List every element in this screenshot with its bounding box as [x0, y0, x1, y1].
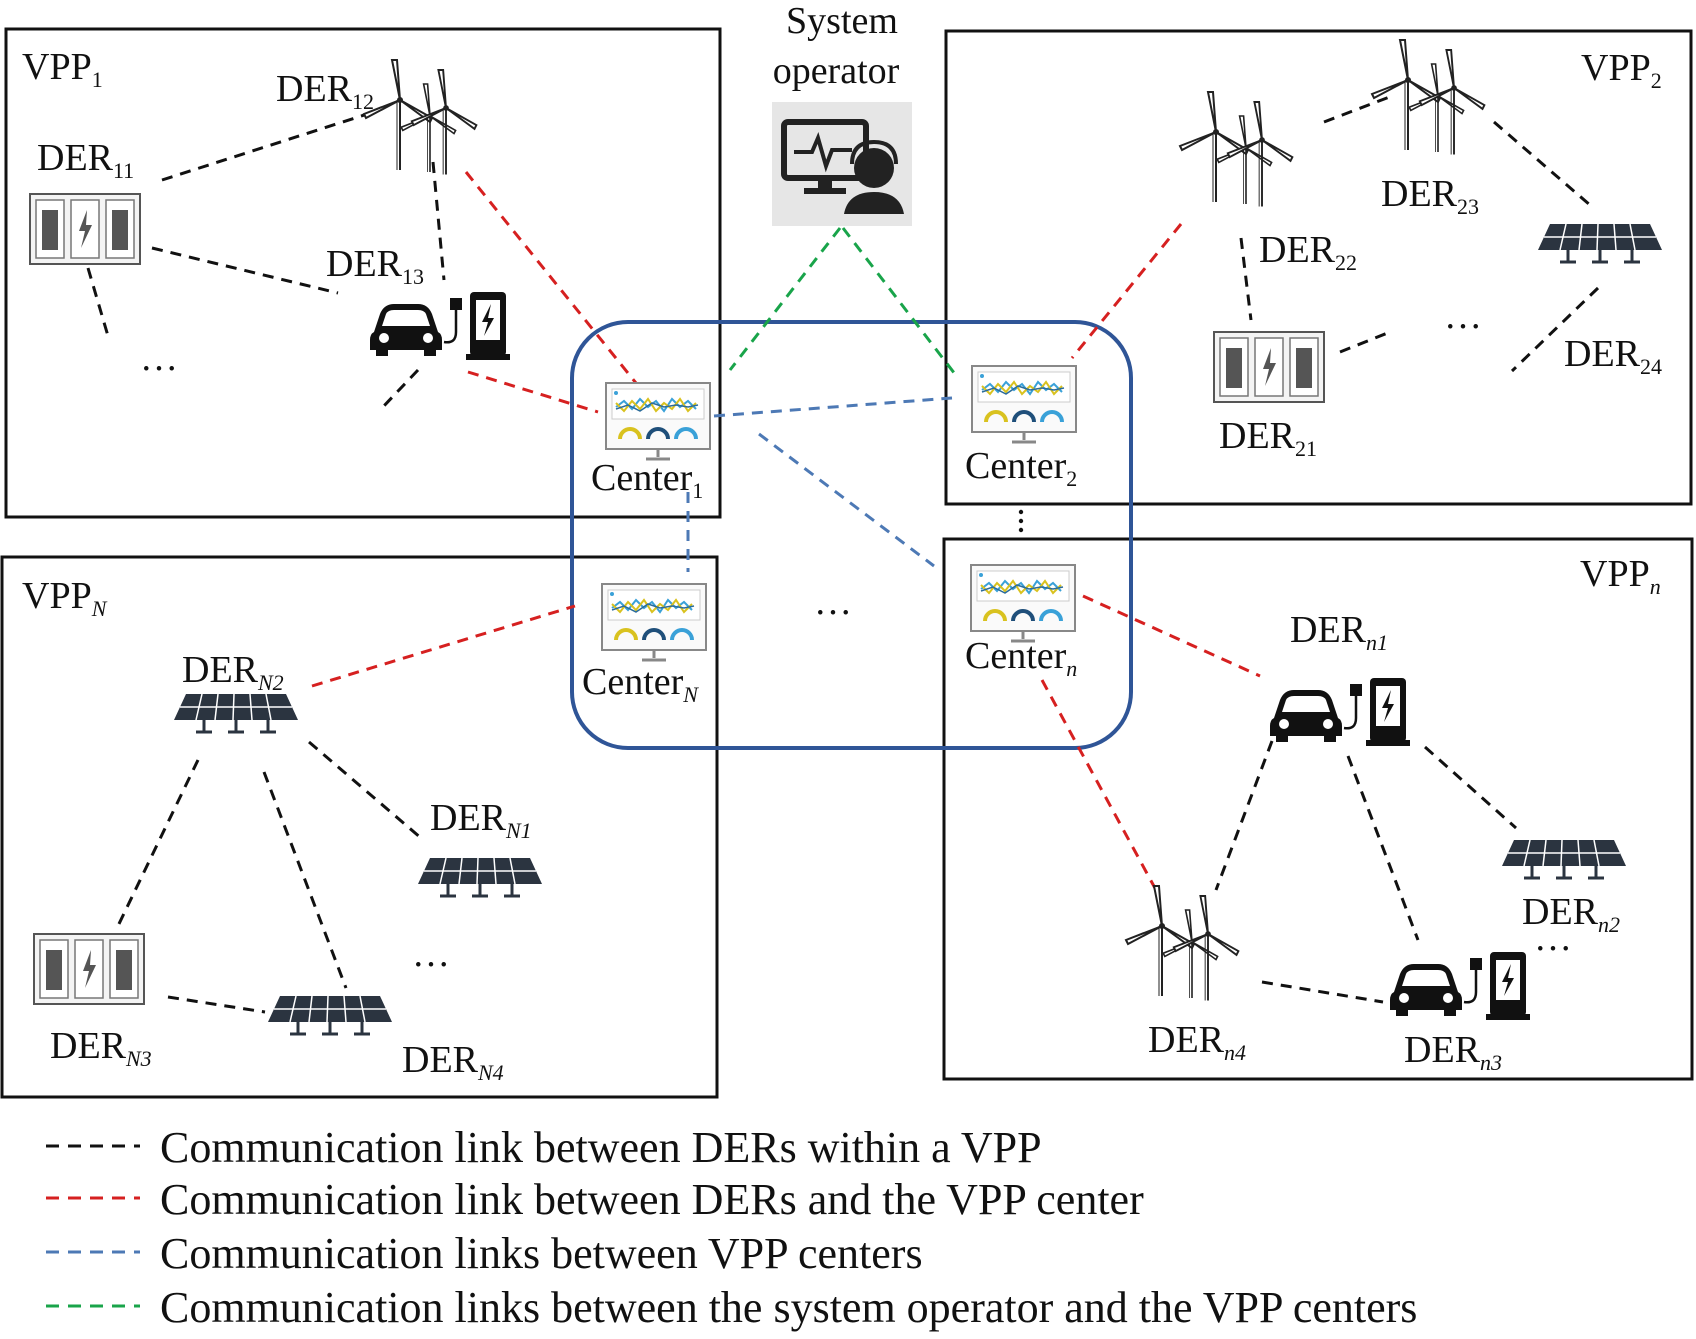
der22-label: DER22 — [1259, 229, 1357, 275]
der23-wind-icon — [1372, 40, 1484, 155]
centerN-monitor-icon — [600, 582, 708, 662]
vppN-ellipsis: … — [412, 933, 450, 975]
center-links — [686, 396, 953, 572]
centerN-label: CenterN — [582, 661, 699, 707]
dern2-solar-icon — [1500, 838, 1628, 880]
vppN-label: VPPN — [22, 575, 108, 621]
centers-ellipsis: … — [814, 581, 852, 623]
legend: Communication link between DERs within a… — [46, 1123, 1417, 1332]
vpp2-ellipsis: … — [1444, 295, 1482, 337]
vpp1-box — [4, 27, 722, 519]
der21-storage-icon — [1213, 331, 1325, 403]
legend-text-1: Communication link between DERs within a… — [160, 1123, 1042, 1172]
der12-label: DER12 — [276, 68, 374, 114]
der24-solar-icon — [1536, 222, 1664, 264]
der12-wind-icon — [364, 60, 476, 175]
legend-text-3: Communication links between VPP centers — [160, 1229, 923, 1278]
vpp1-ellipsis: … — [140, 337, 178, 379]
vppn-ellipsis: … — [1534, 917, 1572, 959]
legend-text-4: Communication links between the system o… — [160, 1283, 1417, 1332]
dern3-label: DERn3 — [1404, 1029, 1502, 1075]
der11-storage-icon — [29, 193, 141, 265]
dern4-wind-icon — [1126, 886, 1238, 1001]
dern3-ev-icon — [1388, 950, 1532, 1022]
derN1-label: DERN1 — [430, 797, 532, 843]
center2-label: Center2 — [965, 445, 1077, 491]
vppn-label: VPPn — [1580, 553, 1661, 599]
der-links — [86, 94, 1600, 1014]
vppn-box — [942, 537, 1694, 1081]
legend-text-2: Communication link between DERs and the … — [160, 1175, 1144, 1224]
centern-label: Centern — [965, 635, 1077, 681]
operator-links — [728, 227, 960, 379]
der22-wind-icon — [1180, 92, 1292, 207]
dern2-label: DERn2 — [1522, 891, 1620, 937]
derN2-label: DERN2 — [182, 649, 284, 695]
operator-icon — [781, 119, 904, 214]
centern-monitor-icon — [969, 563, 1077, 643]
centers-hub-box — [570, 320, 1133, 750]
center1-label: Center1 — [591, 457, 703, 503]
operator-line1: System — [786, 0, 898, 42]
derN4-label: DERN4 — [402, 1039, 504, 1085]
derN4-solar-icon — [266, 994, 394, 1036]
derN2-solar-icon — [172, 692, 300, 734]
vertical-dots — [1018, 509, 1024, 533]
der11-label: DER11 — [37, 137, 134, 183]
vpp2-label: VPP2 — [1581, 47, 1662, 93]
operator-line2: operator — [773, 50, 900, 92]
dern1-label: DERn1 — [1290, 609, 1388, 655]
derN3-label: DERN3 — [50, 1025, 152, 1071]
der13-ev-icon — [368, 290, 512, 362]
dern1-ev-icon — [1268, 676, 1412, 748]
der-center-links — [311, 171, 1261, 891]
system-operator: System operator — [772, 0, 912, 226]
vpp1-label: VPP1 — [22, 46, 103, 92]
dern4-label: DERn4 — [1148, 1019, 1246, 1065]
derN3-storage-icon — [33, 933, 145, 1005]
der13-label: DER13 — [326, 243, 424, 289]
vppN-box — [0, 555, 719, 1099]
derN1-solar-icon — [416, 856, 544, 898]
center1-monitor-icon — [604, 381, 712, 461]
der23-label: DER23 — [1381, 173, 1479, 219]
der21-label: DER21 — [1219, 415, 1317, 461]
der24-label: DER24 — [1564, 333, 1662, 379]
center2-monitor-icon — [970, 364, 1078, 444]
vpp2-box — [944, 29, 1693, 506]
